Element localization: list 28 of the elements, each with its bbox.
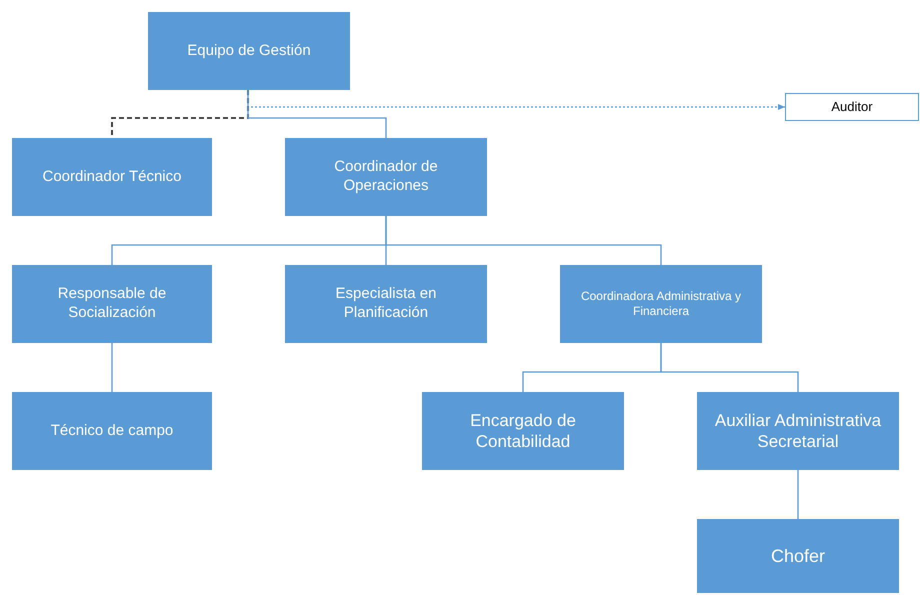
role-title: Equipo de Gestión	[187, 42, 311, 60]
role-title: Especialista en Planificación	[334, 285, 438, 323]
connector-line	[660, 343, 799, 392]
connector-line	[797, 470, 799, 519]
org-box	[560, 265, 762, 343]
connector-line	[385, 216, 662, 265]
org-box	[285, 138, 487, 216]
role-title: Auxiliar Administrativa Secretarial	[714, 410, 882, 452]
role-title: Auditor	[831, 98, 873, 116]
org-box	[12, 265, 212, 343]
role-title: Técnico de campo	[50, 422, 174, 440]
role-title: Chofer	[770, 544, 826, 568]
org-box	[285, 265, 487, 343]
org-box	[422, 392, 624, 470]
org-box	[12, 138, 212, 216]
role-title: Coordinador Técnico	[42, 168, 182, 186]
connector-line	[111, 343, 113, 392]
connector-line	[247, 90, 387, 138]
role-title: Responsable de Socialización	[56, 285, 168, 323]
role-title: Coordinadora Administrativa y Financiera	[580, 289, 742, 319]
org-box	[697, 519, 899, 593]
org-box	[148, 12, 350, 90]
org-box	[12, 392, 212, 470]
role-box	[785, 93, 919, 121]
role-title: Encargado de Contabilidad	[469, 410, 577, 452]
org-box	[697, 392, 899, 470]
role-title: Coordinador de Operaciones	[333, 158, 439, 196]
connector-line	[111, 90, 249, 138]
